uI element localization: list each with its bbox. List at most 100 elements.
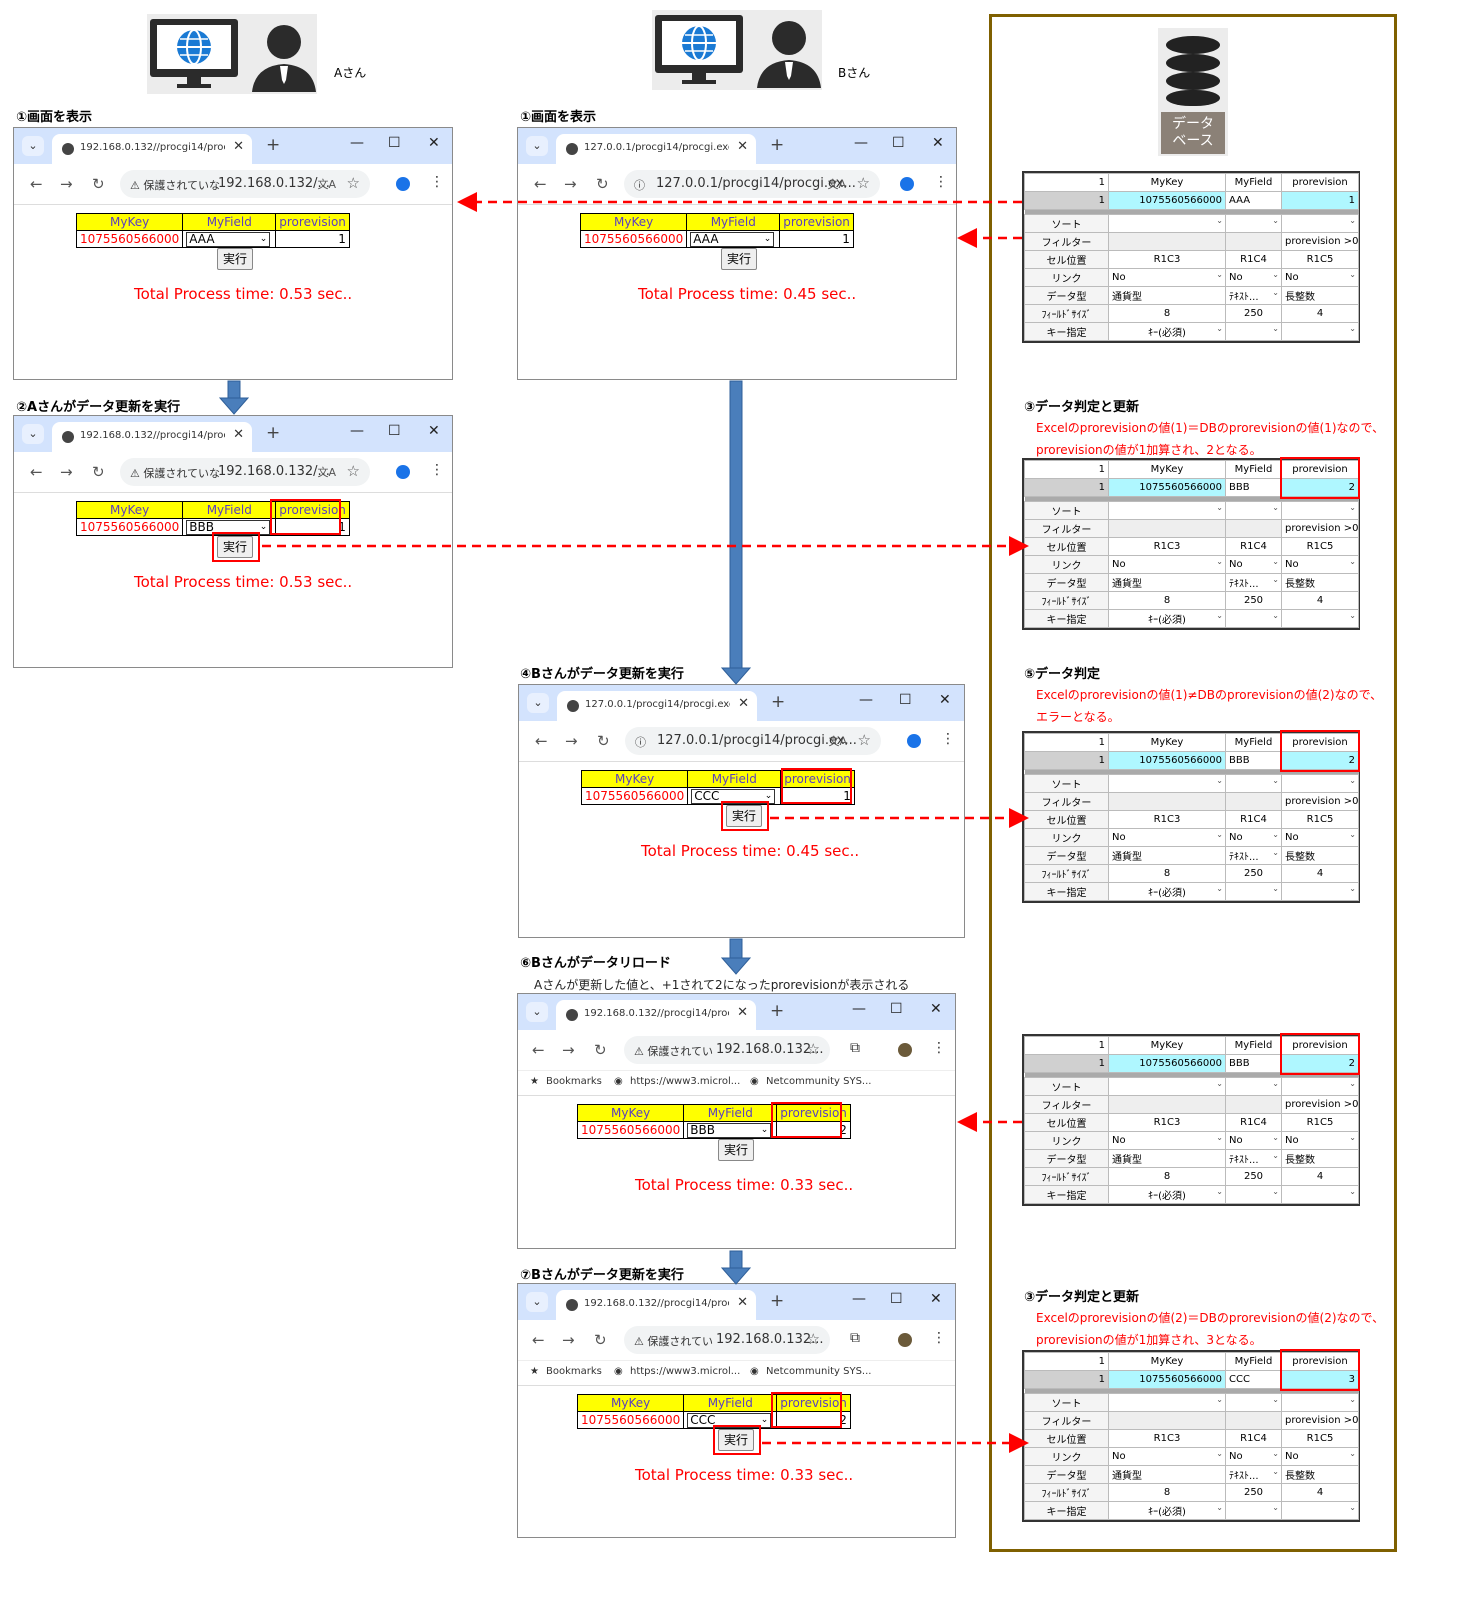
db-prorevision-value[interactable]: 2 — [1281, 1054, 1359, 1073]
db-dtype-select[interactable]: 長整数 — [1281, 1149, 1359, 1168]
tab-search-button[interactable]: ⌄ — [22, 424, 44, 444]
db-mykey-value[interactable]: 1075560566000 — [1108, 191, 1226, 210]
window-close-icon[interactable]: ✕ — [932, 135, 944, 151]
forward-icon[interactable]: → — [60, 175, 73, 193]
url-box[interactable]: ⚠ 保護されてい 192.168.0.132... ☆ — [624, 1326, 830, 1354]
star-icon[interactable]: ☆ — [346, 462, 360, 480]
browser-tab[interactable]: 192.168.0.132//procgi14/procg ✕ — [556, 1000, 756, 1030]
window-close-icon[interactable]: ✕ — [428, 423, 440, 439]
prorevision-input[interactable]: 2 — [776, 1411, 851, 1429]
db-sort-select[interactable]: ⌄ — [1281, 1077, 1359, 1096]
browser-tab[interactable]: 192.168.0.132//procgi14/procg ✕ — [52, 134, 252, 164]
db-dtype-select[interactable]: ﾃｷｽﾄ...⌄ — [1225, 573, 1282, 592]
minimize-icon[interactable]: — — [350, 135, 364, 151]
maximize-icon[interactable]: ☐ — [890, 1291, 903, 1307]
db-sort-select[interactable]: ⌄ — [1108, 774, 1226, 793]
menu-icon[interactable]: ⋮ — [430, 462, 444, 478]
star-icon[interactable]: ☆ — [857, 731, 871, 749]
extensions-icon[interactable]: ⧉ — [850, 1040, 860, 1056]
bookmark-netcommunity[interactable]: Netcommunity SYS... — [766, 1366, 872, 1377]
tab-close-icon[interactable]: ✕ — [737, 1295, 748, 1310]
url-box[interactable]: ⚠ 保護されてい 192.168.0.132... ☆ — [624, 1036, 830, 1064]
tab-close-icon[interactable]: ✕ — [233, 139, 244, 154]
db-dtype-select[interactable]: 長整数 — [1281, 286, 1359, 305]
minimize-icon[interactable]: — — [854, 135, 868, 151]
minimize-icon[interactable]: — — [852, 1001, 866, 1017]
exec-button[interactable]: 実行 — [718, 1139, 754, 1161]
db-key-select[interactable]: ｷｰ(必須)⌄ — [1108, 1185, 1226, 1204]
forward-icon[interactable]: → — [562, 1331, 575, 1349]
tab-close-icon[interactable]: ✕ — [738, 696, 749, 711]
myfield-select[interactable]: AAA⌄ — [690, 232, 775, 247]
url-box[interactable]: ⚠ 保護されていな 192.168.0.132/... 文A ☆ — [120, 170, 370, 198]
db-prorevision-value[interactable]: 2 — [1281, 751, 1359, 770]
translate-icon[interactable]: 文A — [827, 178, 846, 191]
window-close-icon[interactable]: ✕ — [930, 1001, 942, 1017]
back-icon[interactable]: ← — [532, 1331, 545, 1349]
db-mykey-value[interactable]: 1075560566000 — [1108, 751, 1226, 770]
maximize-icon[interactable]: ☐ — [388, 135, 401, 151]
db-key-select[interactable]: ｷｰ(必須)⌄ — [1108, 882, 1226, 901]
db-sort-select[interactable]: ⌄ — [1225, 774, 1282, 793]
db-mykey-value[interactable]: 1075560566000 — [1108, 478, 1226, 497]
menu-icon[interactable]: ⋮ — [430, 174, 444, 190]
db-myfield-value[interactable]: AAA — [1225, 191, 1282, 210]
back-icon[interactable]: ← — [534, 175, 547, 193]
star-icon[interactable]: ☆ — [346, 174, 360, 192]
browser-tab[interactable]: 127.0.0.1/procgi14/procgi.exe? ✕ — [556, 134, 756, 164]
db-link-select[interactable]: No⌄ — [1281, 1447, 1359, 1466]
reload-icon[interactable]: ↻ — [92, 175, 105, 193]
bookmarks-link[interactable]: Bookmarks — [546, 1076, 602, 1087]
menu-icon[interactable]: ⋮ — [934, 174, 948, 190]
profile-icon[interactable] — [907, 734, 921, 748]
bookmark-microl[interactable]: https://www3.microl... — [630, 1076, 741, 1087]
menu-icon[interactable]: ⋮ — [932, 1330, 946, 1346]
db-key-select[interactable]: ⌄ — [1225, 322, 1282, 341]
db-dtype-select[interactable]: 通貨型 — [1108, 573, 1226, 592]
profile-icon[interactable] — [396, 465, 410, 479]
db-prorevision-value[interactable]: 2 — [1281, 478, 1359, 497]
translate-icon[interactable]: 文A — [317, 178, 336, 191]
exec-button[interactable]: 実行 — [721, 248, 757, 270]
url-box[interactable]: ⓘ 127.0.0.1/procgi14/procgi.ex... 文A ☆ — [625, 727, 881, 755]
bookmarks-link[interactable]: Bookmarks — [546, 1366, 602, 1377]
avatar[interactable] — [898, 1043, 912, 1057]
bookmark-netcommunity[interactable]: Netcommunity SYS... — [766, 1076, 872, 1087]
tab-close-icon[interactable]: ✕ — [737, 139, 748, 154]
prorevision-input[interactable]: 1 — [780, 787, 855, 805]
minimize-icon[interactable]: — — [852, 1291, 866, 1307]
new-tab-button[interactable]: + — [266, 423, 281, 443]
db-dtype-select[interactable]: ﾃｷｽﾄ...⌄ — [1225, 286, 1282, 305]
db-key-select[interactable]: ⌄ — [1281, 882, 1359, 901]
tab-close-icon[interactable]: ✕ — [737, 1005, 748, 1020]
exec-button[interactable]: 実行 — [217, 536, 253, 558]
maximize-icon[interactable]: ☐ — [388, 423, 401, 439]
maximize-icon[interactable]: ☐ — [890, 1001, 903, 1017]
tab-close-icon[interactable]: ✕ — [233, 427, 244, 442]
window-close-icon[interactable]: ✕ — [939, 692, 951, 708]
db-dtype-select[interactable]: 長整数 — [1281, 1465, 1359, 1484]
db-key-select[interactable]: ⌄ — [1281, 1501, 1359, 1520]
db-dtype-select[interactable]: 長整数 — [1281, 573, 1359, 592]
db-filter-input[interactable] — [1225, 519, 1282, 538]
tab-search-button[interactable]: ⌄ — [526, 1002, 548, 1022]
db-key-select[interactable]: ⌄ — [1281, 1185, 1359, 1204]
db-link-select[interactable]: No⌄ — [1108, 1447, 1226, 1466]
prorevision-input[interactable]: 1 — [275, 230, 350, 248]
maximize-icon[interactable]: ☐ — [892, 135, 905, 151]
new-tab-button[interactable]: + — [771, 692, 786, 712]
back-icon[interactable]: ← — [532, 1041, 545, 1059]
myfield-select[interactable]: BBB⌄ — [687, 1123, 772, 1138]
new-tab-button[interactable]: + — [266, 135, 281, 155]
db-key-select[interactable]: ⌄ — [1281, 609, 1359, 628]
db-sort-select[interactable]: ⌄ — [1281, 1393, 1359, 1412]
tab-search-button[interactable]: ⌄ — [527, 693, 549, 713]
db-prorevision-value[interactable]: 1 — [1281, 191, 1359, 210]
exec-button[interactable]: 実行 — [217, 248, 253, 270]
db-mykey-value[interactable]: 1075560566000 — [1108, 1054, 1226, 1073]
db-key-select[interactable]: ⌄ — [1281, 322, 1359, 341]
db-filter-input[interactable] — [1108, 519, 1226, 538]
browser-tab[interactable]: 192.168.0.132//procgi14/procg ✕ — [52, 422, 252, 452]
translate-icon[interactable]: 文A — [317, 466, 336, 479]
menu-icon[interactable]: ⋮ — [932, 1040, 946, 1056]
